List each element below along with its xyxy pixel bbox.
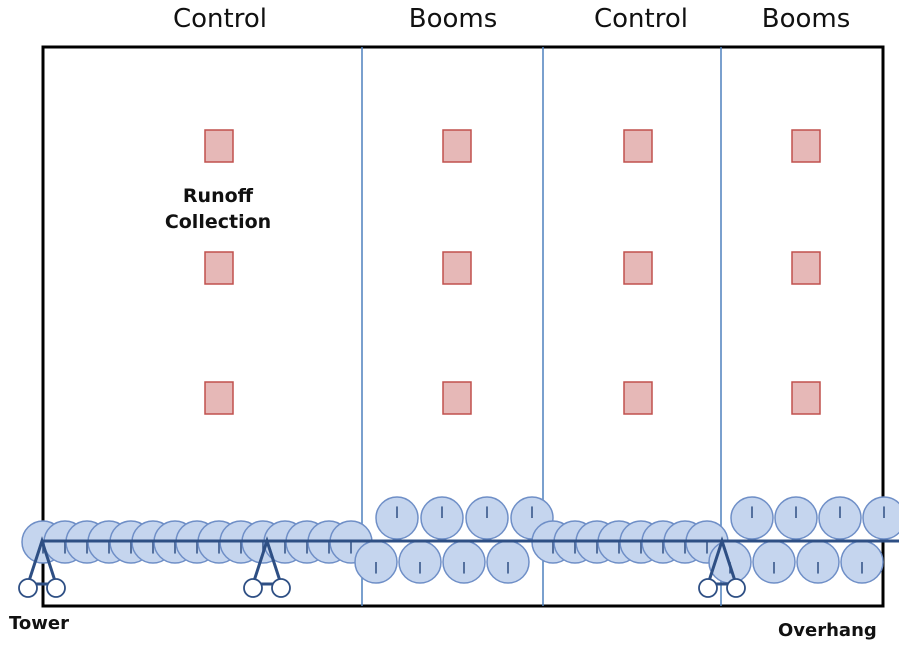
nozzle-circle: [862, 496, 899, 540]
runoff-label-line2: Collection: [164, 211, 272, 233]
runoff-collector: [623, 381, 653, 415]
runoff-collector: [791, 381, 821, 415]
runoff-collector: [623, 251, 653, 285]
tower-label: Tower: [9, 613, 69, 634]
zone-label-control-2: Control: [594, 4, 688, 34]
runoff-collector: [204, 381, 234, 415]
tower-support: [698, 536, 746, 598]
runoff-collector: [442, 381, 472, 415]
tower-wheel: [698, 578, 718, 598]
runoff-collector: [623, 129, 653, 163]
tower-wheel: [46, 578, 66, 598]
overhang-label: Overhang: [778, 620, 877, 641]
runoff-collectors: [204, 129, 821, 415]
tower-wheel: [243, 578, 263, 598]
runoff-collector: [442, 251, 472, 285]
tower-triangle: [25, 536, 59, 586]
zone-label-booms-2: Booms: [761, 4, 851, 34]
runoff-collector: [791, 129, 821, 163]
tower-wheel: [271, 578, 291, 598]
runoff-collector: [204, 129, 234, 163]
field-frame: [41, 45, 885, 608]
runoff-label-line1: Runoff: [182, 185, 254, 207]
tower-wheel: [726, 578, 746, 598]
runoff-collector: [204, 251, 234, 285]
zone-label-control-1: Control: [173, 4, 267, 34]
tower-triangle: [705, 536, 739, 586]
zone-label-booms-1: Booms: [408, 4, 498, 34]
tower-support: [243, 536, 291, 598]
tower-supports: [18, 536, 746, 598]
tower-support: [18, 536, 66, 598]
tower-triangle: [250, 536, 284, 586]
runoff-collector: [791, 251, 821, 285]
runoff-collection-label: Runoff Collection: [150, 183, 286, 235]
runoff-collector: [442, 129, 472, 163]
tower-wheel: [18, 578, 38, 598]
